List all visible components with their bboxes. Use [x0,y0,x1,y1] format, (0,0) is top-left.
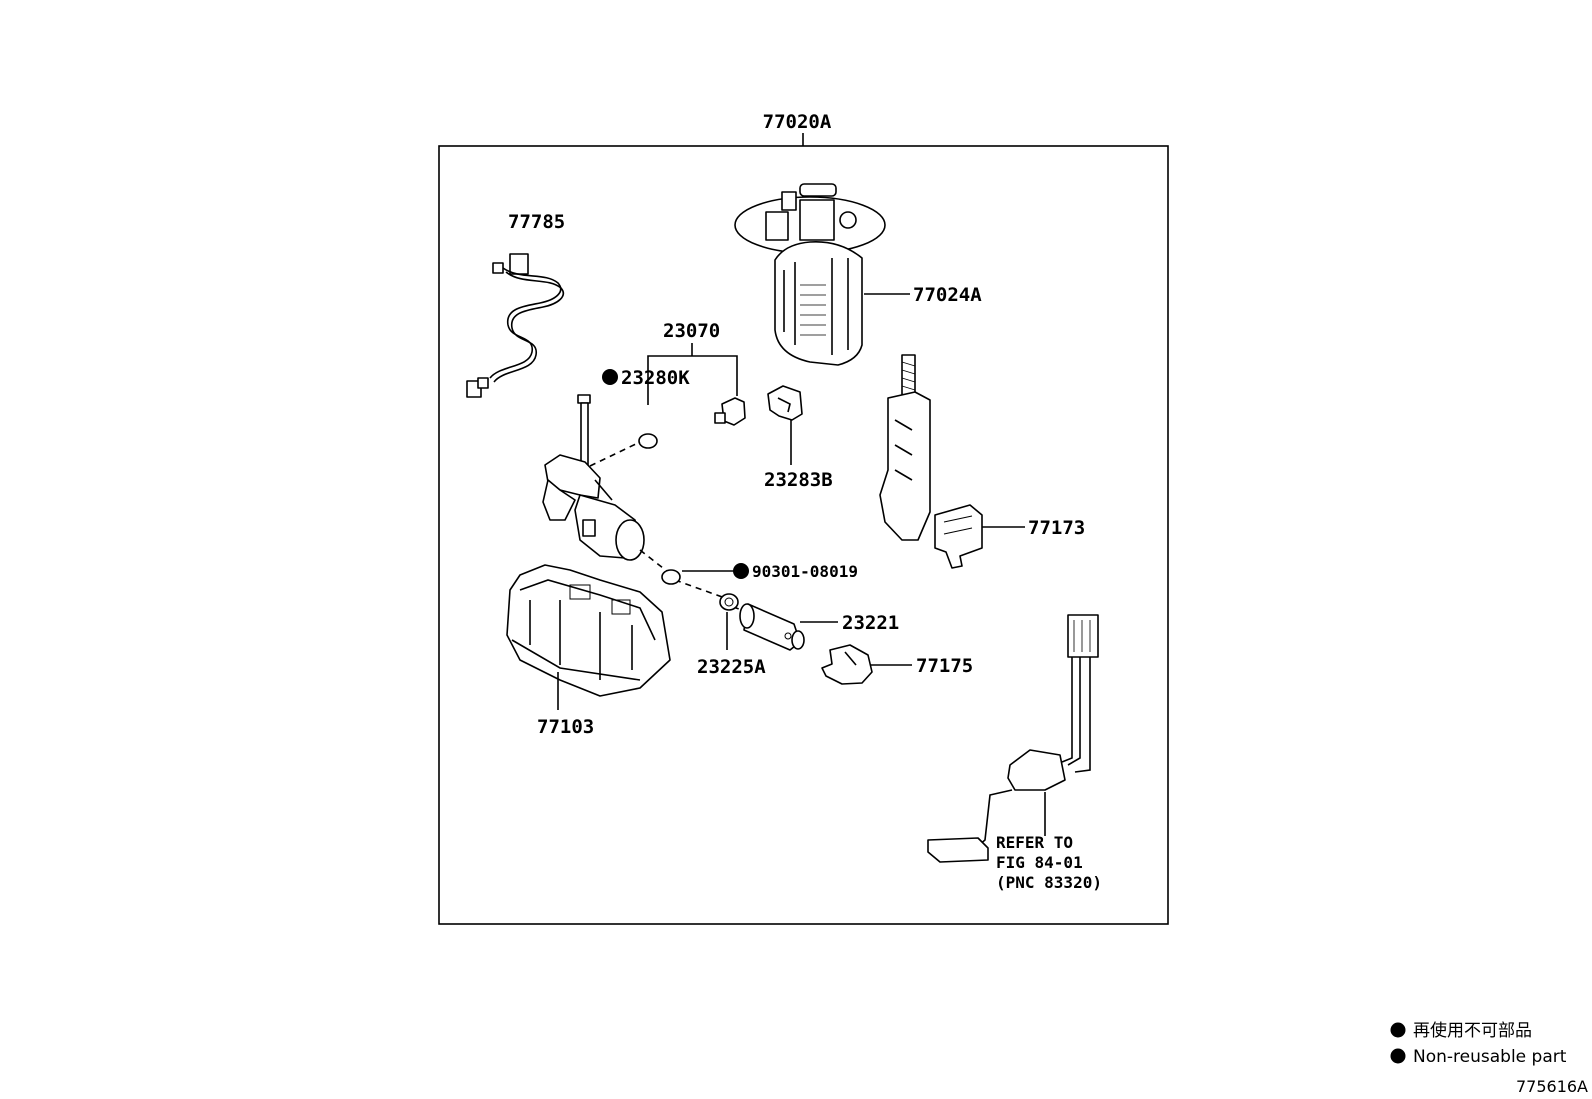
legend-bullet-japanese [1390,1022,1406,1038]
fuel-pump-23221 [739,603,805,651]
legend-english: Non-reusable part [1413,1047,1567,1067]
sub-tank-77103 [506,564,671,697]
label-23070: 23070 [663,320,720,342]
refer-note-line1: REFER TO [996,833,1073,852]
assembly-part-number: 77020A [763,111,832,133]
legend-bullet-english [1390,1048,1406,1064]
refer-note-line2: FIG 84-01 [996,853,1083,872]
label-23225A: 23225A [697,656,766,678]
label-90301-08019: 90301-08019 [752,562,858,581]
label-77785: 77785 [508,211,565,233]
o-ring-90301-08019 [661,569,681,585]
label-77173: 77173 [1028,517,1085,539]
pump-flange-77024A [734,183,886,366]
fuel-sender-gauge [927,614,1099,863]
label-77103: 77103 [537,716,594,738]
guide-rail-77173 [879,354,983,569]
figure-id: 775616A [1516,1077,1588,1096]
non-reusable-marker-90301 [733,563,749,579]
label-23283B: 23283B [764,469,833,491]
fitting-23070 [714,397,746,426]
legend-japanese: 再使用不可部品 [1413,1020,1532,1041]
label-23280K: 23280K [621,367,690,389]
wire-harness-77785 [466,253,565,398]
cushion-23225A [719,593,739,611]
clip-77175 [821,644,873,685]
assembly-frame [438,145,1169,925]
retainer-23283B [767,385,803,421]
label-77175: 77175 [916,655,973,677]
filter-body [542,394,645,561]
non-reusable-marker-23280K [602,369,618,385]
o-ring-23280K [638,433,658,449]
refer-note-line3: (PNC 83320) [996,873,1102,892]
label-23221: 23221 [842,612,899,634]
label-77024A: 77024A [913,284,982,306]
